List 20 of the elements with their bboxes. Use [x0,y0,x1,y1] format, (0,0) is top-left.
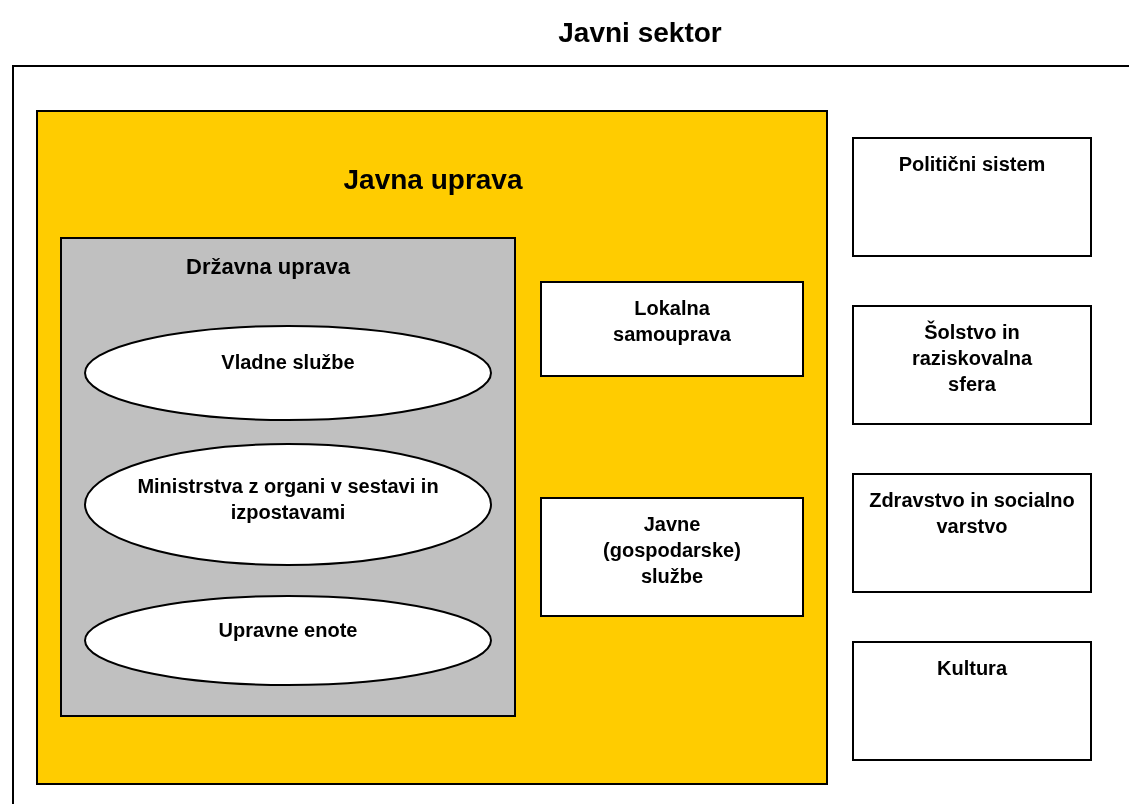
node-label: Politični sistem [897,152,1047,177]
text-box [852,473,1092,593]
node-label: Upravne enote [217,618,359,643]
group-title: Javni sektor [557,16,723,50]
node-label: Vladne službe [220,350,356,375]
node-label: Šolstvo in raziskovalna sfera [910,319,1034,397]
group-title: Javna uprava [342,163,524,197]
group-panel [36,110,828,785]
node-label: Lokalna samouprava [612,296,732,347]
text-box [852,137,1092,257]
text-box [540,497,804,617]
group-title: Državna uprava [185,253,351,281]
text-box [852,305,1092,425]
group-panel [60,237,516,717]
node-label: Kultura [936,656,1009,681]
node-label: Ministrstva z organi v sestavi in izpostavami [136,474,440,525]
text-box [852,641,1092,761]
node-label: Javne (gospodarske) službe [602,512,742,589]
text-box [540,281,804,377]
node-label: Zdravstvo in socialno varstvo [868,488,1076,539]
